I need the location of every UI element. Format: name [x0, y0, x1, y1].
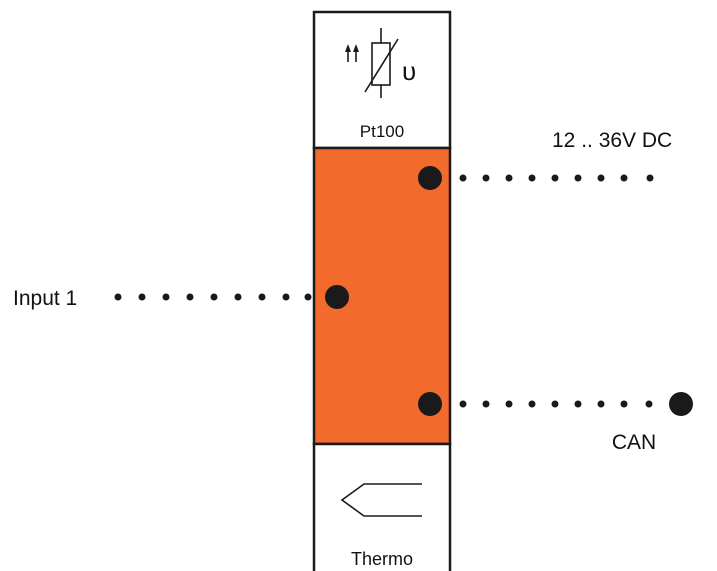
module-top-section: υ Pt100 — [312, 10, 452, 150]
module-bottom-section: Thermo — [312, 442, 452, 571]
module-bottom-label: Thermo — [351, 549, 413, 569]
can-dotted-line — [459, 400, 653, 408]
input-connection: Input 1 — [13, 285, 349, 310]
rtd-thermistor-symbol-icon — [345, 28, 399, 98]
power-terminal — [418, 166, 442, 190]
can-label: CAN — [612, 431, 656, 454]
power-dotted-line — [459, 174, 654, 182]
can-terminal-right — [669, 392, 693, 416]
can-connection: CAN — [418, 392, 693, 454]
module-top-label: Pt100 — [360, 122, 404, 141]
theta-symbol-icon: υ — [402, 56, 416, 86]
power-label: 12 .. 36V DC — [552, 129, 672, 152]
thermocouple-probe-icon — [340, 483, 422, 517]
can-terminal-left — [418, 392, 442, 416]
input-label: Input 1 — [13, 287, 77, 310]
power-connection: 12 .. 36V DC — [418, 129, 672, 190]
input-dotted-line — [114, 293, 312, 301]
input-terminal — [325, 285, 349, 309]
